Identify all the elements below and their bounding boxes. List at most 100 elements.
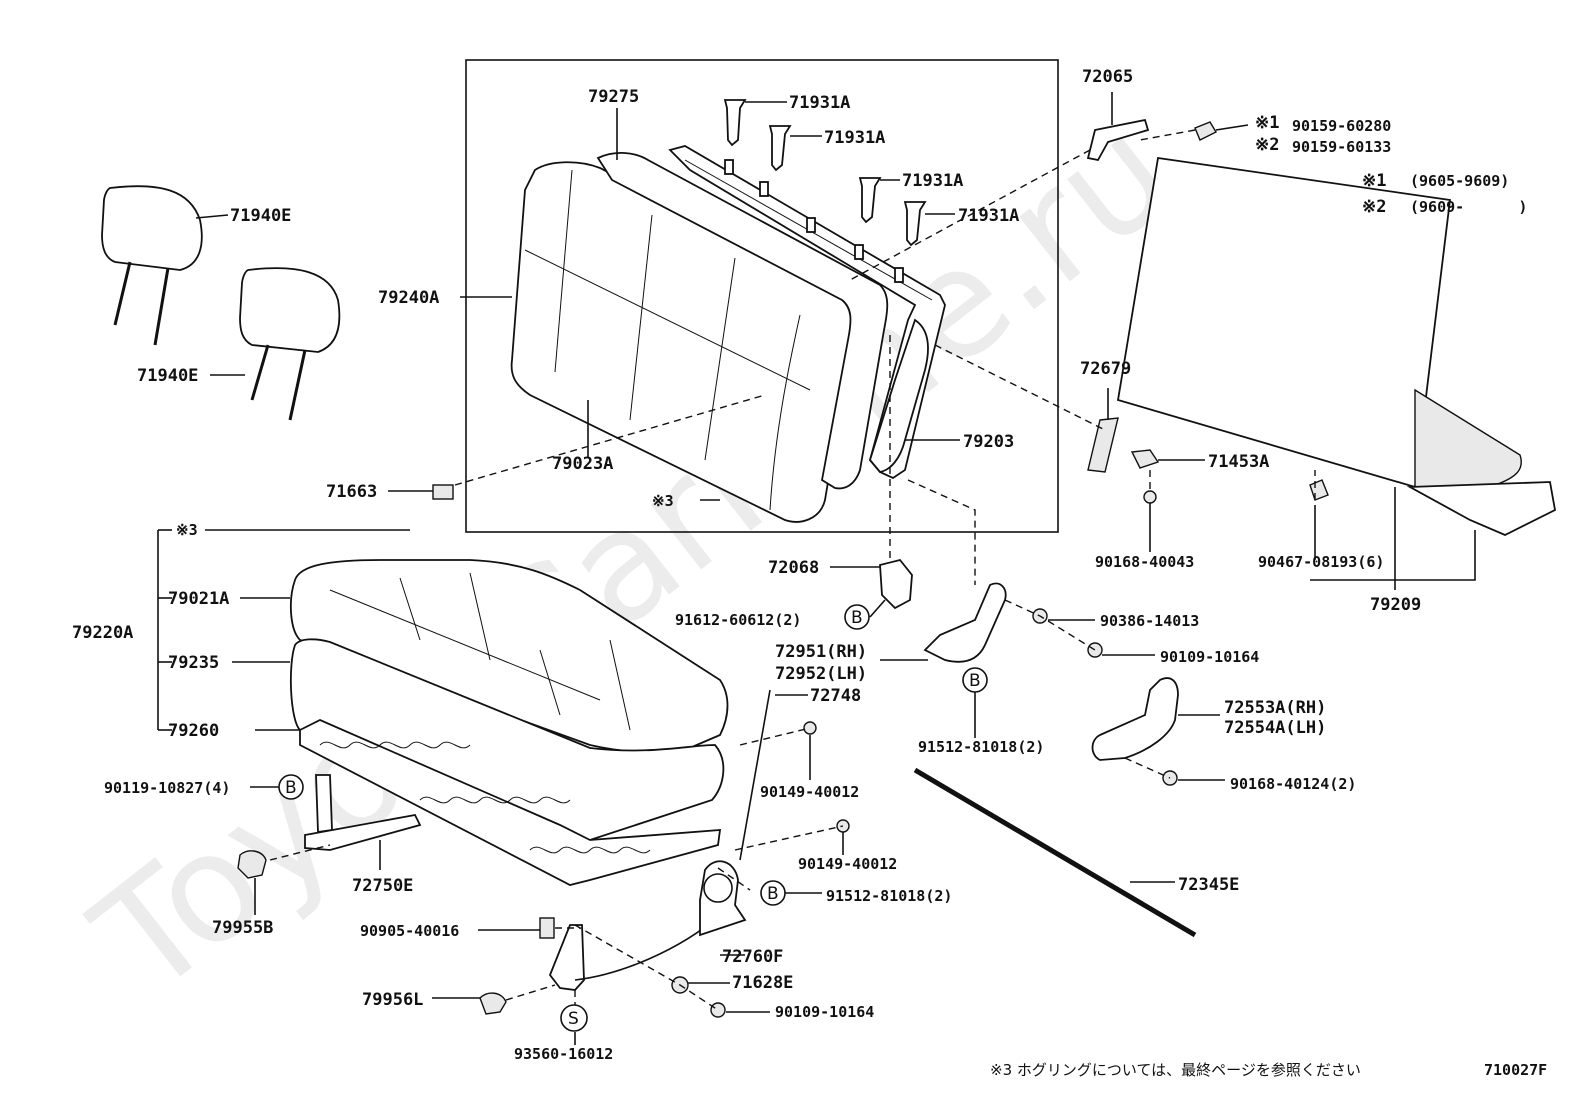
label-72952[interactable]: 72952(LH) bbox=[775, 664, 867, 684]
clip-71453A[interactable] bbox=[1130, 449, 1160, 469]
seatback-pad-79275[interactable] bbox=[596, 152, 889, 490]
headrest-guide-71931A-2[interactable] bbox=[768, 125, 792, 172]
label-90149-40012-b[interactable]: 90149-40012 bbox=[798, 855, 897, 873]
legend-mark-1: ※1 bbox=[1362, 171, 1386, 191]
label-79203[interactable]: 79203 bbox=[963, 432, 1014, 452]
note3-seatback: ※3 bbox=[652, 492, 674, 510]
legend-mark-2: ※2 bbox=[1362, 197, 1386, 217]
label-79240A[interactable]: 79240A bbox=[378, 288, 439, 308]
seat-cover-79021A[interactable] bbox=[290, 559, 729, 754]
label-90159-60133[interactable]: 90159-60133 bbox=[1292, 138, 1391, 156]
footnote: ※3 ホグリングについては、最終ページを参照ください bbox=[990, 1061, 1361, 1079]
headrest-guide-71931A-4[interactable] bbox=[903, 201, 927, 247]
leg-72760F[interactable] bbox=[548, 860, 747, 991]
callout-s: S bbox=[560, 1004, 588, 1032]
plate-72553A-72554A[interactable] bbox=[1091, 677, 1179, 761]
label-90119-10827[interactable]: 90119-10827(4) bbox=[104, 779, 230, 797]
svg-text:B: B bbox=[851, 608, 863, 628]
label-90109-10164-a[interactable]: 90109-10164 bbox=[1160, 648, 1259, 666]
label-71931A-1[interactable]: 71931A bbox=[789, 93, 850, 113]
clip-90905-40016[interactable] bbox=[539, 917, 555, 939]
label-71663[interactable]: 71663 bbox=[326, 482, 377, 502]
label-71453A[interactable]: 71453A bbox=[1208, 452, 1269, 472]
label-79023A[interactable]: 79023A bbox=[552, 454, 613, 474]
label-90159-60280[interactable]: 90159-60280 bbox=[1292, 117, 1391, 135]
label-72554A[interactable]: 72554A(LH) bbox=[1224, 718, 1326, 738]
label-72750E[interactable]: 72750E bbox=[352, 876, 413, 896]
label-79260[interactable]: 79260 bbox=[168, 721, 219, 741]
label-93560-16012[interactable]: 93560-16012 bbox=[514, 1045, 613, 1063]
screw-90168-40043[interactable] bbox=[1143, 490, 1157, 504]
label-71940E-2[interactable]: 71940E bbox=[137, 366, 198, 386]
headrest-guide-71931A-3[interactable] bbox=[858, 177, 882, 224]
cable-72748[interactable] bbox=[739, 689, 771, 861]
diagram-code: 710027F bbox=[1484, 1061, 1547, 1079]
board-79209[interactable] bbox=[1116, 156, 1557, 536]
label-90905-40016[interactable]: 90905-40016 bbox=[360, 922, 459, 940]
label-91512-81018-b[interactable]: 91512-81018(2) bbox=[826, 887, 952, 905]
bracket-72068[interactable] bbox=[879, 558, 913, 610]
label-90149-40012-a[interactable]: 90149-40012 bbox=[760, 783, 859, 801]
label-72679[interactable]: 72679 bbox=[1080, 359, 1131, 379]
label-79956L[interactable]: 79956L bbox=[362, 990, 423, 1010]
label-90386-14013[interactable]: 90386-14013 bbox=[1100, 612, 1199, 630]
label-72553A[interactable]: 72553A(RH) bbox=[1224, 698, 1326, 718]
headrest-71940E-2[interactable] bbox=[239, 267, 341, 421]
callout-b-3: B bbox=[278, 774, 304, 800]
mark-2: ※2 bbox=[1255, 135, 1279, 155]
label-71931A-3[interactable]: 71931A bbox=[902, 171, 963, 191]
svg-text:S: S bbox=[568, 1009, 579, 1029]
label-71940E-1[interactable]: 71940E bbox=[230, 206, 291, 226]
bolt-90159[interactable] bbox=[1194, 121, 1217, 141]
label-90467-08193[interactable]: 90467-08193(6) bbox=[1258, 553, 1384, 571]
label-91512-81018-a[interactable]: 91512-81018(2) bbox=[918, 738, 1044, 756]
hinge-72750E[interactable] bbox=[304, 774, 422, 851]
bolt-90109-10164-b[interactable] bbox=[710, 1002, 726, 1018]
cover-79956L[interactable] bbox=[479, 992, 507, 1015]
label-79955B[interactable]: 79955B bbox=[212, 918, 273, 938]
hinge-72951-72952[interactable] bbox=[923, 582, 1007, 663]
clip-71663[interactable] bbox=[432, 484, 454, 500]
svg-text:B: B bbox=[969, 671, 981, 691]
note3-cushion: ※3 bbox=[176, 521, 198, 539]
label-72065[interactable]: 72065 bbox=[1082, 67, 1133, 87]
label-79021A[interactable]: 79021A bbox=[168, 589, 229, 609]
clip-90467[interactable] bbox=[1309, 479, 1329, 501]
seat-pad-79235[interactable] bbox=[289, 638, 725, 843]
seatback-cover-79023A[interactable] bbox=[510, 161, 856, 523]
mark-1: ※1 bbox=[1255, 113, 1279, 133]
label-71931A-2[interactable]: 71931A bbox=[824, 128, 885, 148]
label-71931A-4[interactable]: 71931A bbox=[958, 206, 1019, 226]
label-79209[interactable]: 79209 bbox=[1370, 595, 1421, 615]
headrest-guide-71931A-1[interactable] bbox=[723, 99, 747, 147]
label-72345E[interactable]: 72345E bbox=[1178, 875, 1239, 895]
rod-72345E[interactable] bbox=[913, 767, 1197, 938]
label-72748[interactable]: 72748 bbox=[810, 686, 861, 706]
seat-frame-79260[interactable] bbox=[299, 719, 722, 886]
legend-range-2: (9609- ) bbox=[1410, 198, 1527, 216]
cover-72679[interactable] bbox=[1087, 417, 1119, 473]
label-90168-40124[interactable]: 90168-40124(2) bbox=[1230, 775, 1356, 793]
bolt-90109-10164-a[interactable] bbox=[1087, 642, 1103, 658]
callout-b-1: B bbox=[844, 604, 870, 630]
cover-79955B[interactable] bbox=[237, 850, 267, 879]
label-90109-10164-b[interactable]: 90109-10164 bbox=[775, 1003, 874, 1021]
label-79220A[interactable]: 79220A bbox=[72, 623, 133, 643]
label-71628E[interactable]: 71628E bbox=[732, 973, 793, 993]
svg-text:B: B bbox=[285, 778, 297, 798]
label-90168-40043[interactable]: 90168-40043 bbox=[1095, 553, 1194, 571]
label-72068[interactable]: 72068 bbox=[768, 558, 819, 578]
label-91612-60612[interactable]: 91612-60612(2) bbox=[675, 611, 801, 629]
label-79275[interactable]: 79275 bbox=[588, 87, 639, 107]
callout-b-4: B bbox=[760, 880, 786, 906]
label-79235[interactable]: 79235 bbox=[168, 653, 219, 673]
seatback-group-box bbox=[465, 59, 1059, 533]
bracket-72065[interactable] bbox=[1086, 118, 1150, 162]
legend-range-1: (9605-9609) bbox=[1410, 172, 1509, 190]
label-72951[interactable]: 72951(RH) bbox=[775, 642, 867, 662]
seatback-frame-79203[interactable] bbox=[668, 145, 946, 480]
callout-b-2: B bbox=[962, 667, 988, 693]
label-72760F[interactable]: 72760F bbox=[722, 947, 783, 967]
headrest-71940E-1[interactable] bbox=[101, 185, 203, 346]
